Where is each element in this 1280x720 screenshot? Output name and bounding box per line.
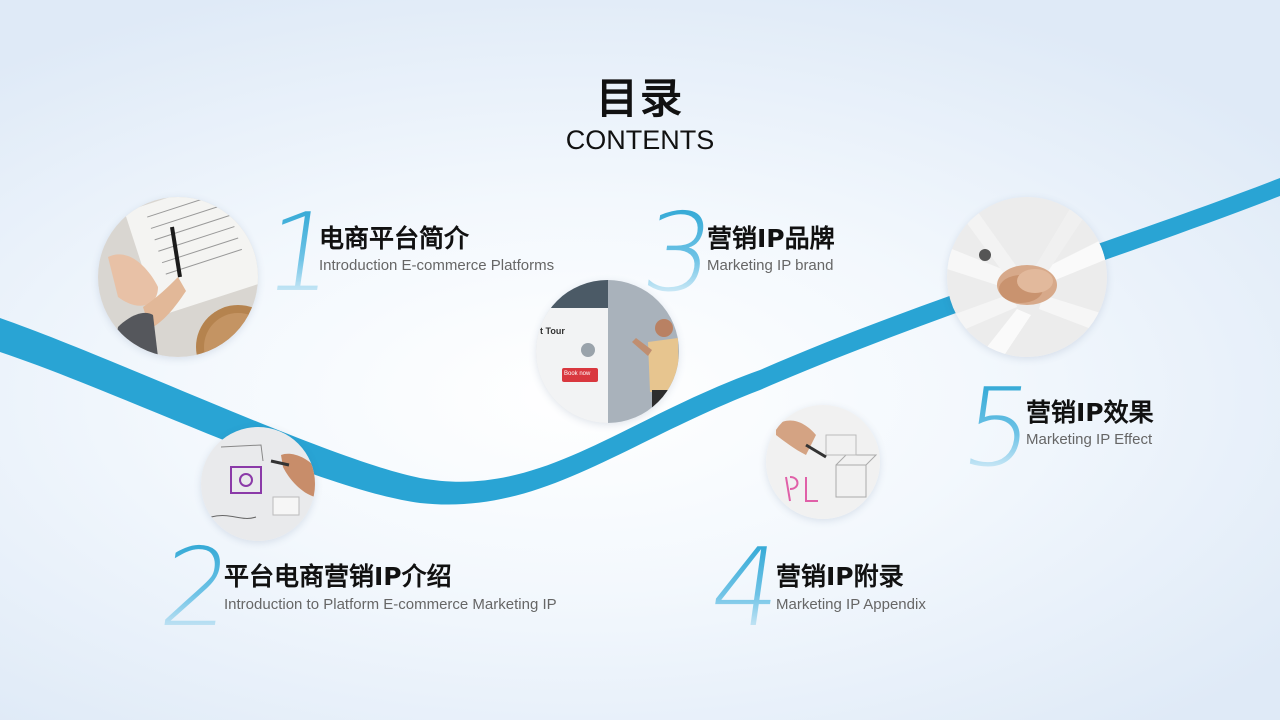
- page-subtitle: CONTENTS: [565, 125, 715, 155]
- item-subtitle-5: Marketing IP Effect: [1026, 431, 1153, 448]
- photo-team-hands: [947, 197, 1107, 357]
- photo-sketch: [766, 405, 880, 519]
- item-title-3: 营销IP品牌: [707, 224, 835, 253]
- photo-tour-text: t Tour: [540, 326, 565, 336]
- photo-book-now-text: Book now: [564, 371, 591, 377]
- photo-presenter: t Tour Book now: [536, 280, 679, 423]
- item-title-4: 营销IP附录: [776, 562, 904, 591]
- title-block: 目录 CONTENTS: [0, 74, 1280, 156]
- page-title: 目录: [595, 74, 684, 123]
- item-subtitle-1: Introduction E-commerce Platforms: [319, 257, 555, 274]
- item-subtitle-4: Marketing IP Appendix: [776, 596, 926, 613]
- item-title-5: 营销IP效果: [1026, 398, 1154, 427]
- photo-whiteboard: [201, 427, 315, 541]
- photo-notebook: [98, 197, 258, 357]
- item-title-2: 平台电商营销IP介绍: [224, 562, 452, 591]
- item-subtitle-2: Introduction to Platform E-commerce Mark…: [224, 596, 557, 613]
- item-subtitle-3: Marketing IP brand: [707, 257, 834, 274]
- item-title-1: 电商平台简介: [319, 224, 470, 253]
